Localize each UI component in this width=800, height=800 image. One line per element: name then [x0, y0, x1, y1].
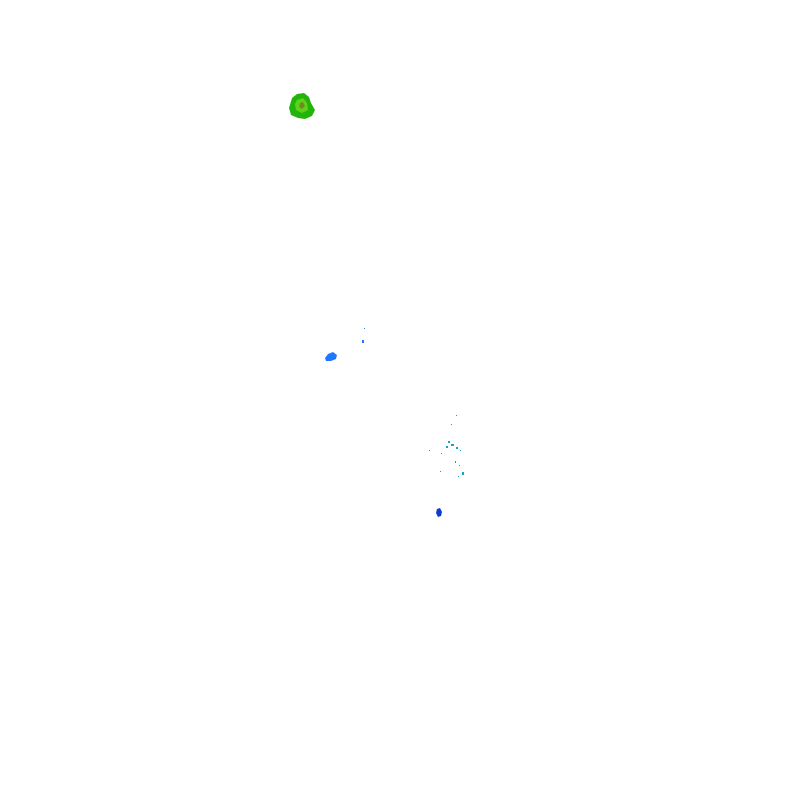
cyan-speck	[429, 450, 430, 451]
cyan-speck	[441, 453, 442, 454]
cyan-speck	[455, 461, 456, 463]
blue-echo-speck	[362, 340, 364, 343]
blue-echo-cell	[325, 328, 365, 361]
cyan-speck	[462, 472, 464, 475]
cyan-speck	[456, 415, 457, 416]
dark-blue-echo-main	[436, 508, 442, 517]
cyan-speck	[440, 471, 441, 472]
cyan-speck	[446, 446, 448, 448]
green-echo-cell	[289, 93, 315, 119]
blue-echo-speck	[364, 328, 365, 329]
cyan-speck	[459, 465, 460, 466]
cyan-speck	[451, 424, 452, 425]
cyan-speck	[451, 444, 454, 446]
cyan-speck	[458, 476, 459, 477]
blue-echo-main	[325, 352, 337, 361]
dark-blue-echo-cell	[436, 508, 442, 517]
cyan-speck	[456, 447, 458, 449]
cyan-echo-scatter	[429, 415, 464, 477]
cyan-speck	[460, 450, 461, 451]
cyan-speck	[448, 441, 450, 443]
green-echo-core	[299, 102, 305, 109]
